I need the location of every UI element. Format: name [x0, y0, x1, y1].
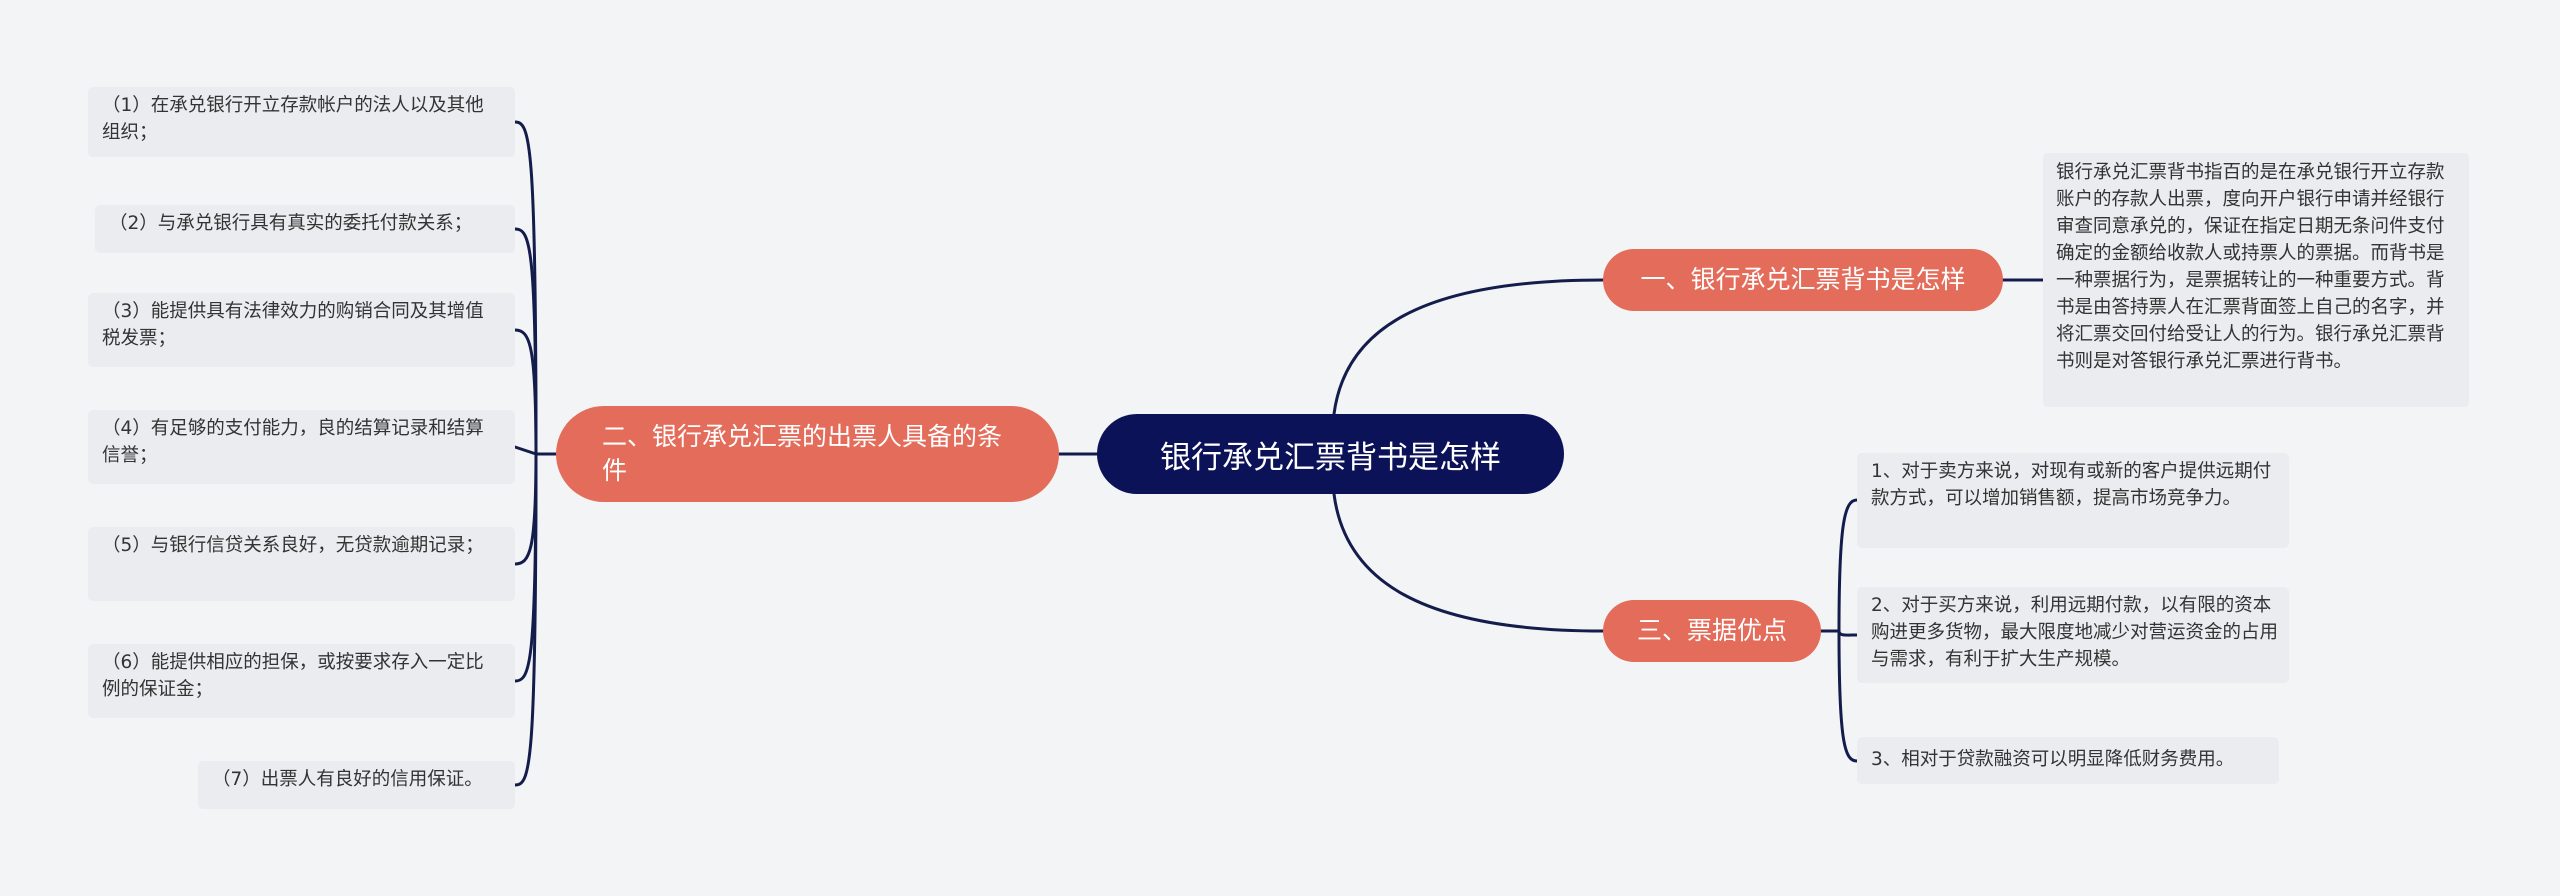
- leaf-condition-6[interactable]: （6）能提供相应的担保，或按要求存入一定比例的保证金；: [88, 644, 515, 718]
- connector-root-branch3: [1332, 492, 1605, 633]
- connector-right-leaf3: [1837, 629, 1859, 763]
- leaf-advantage-3[interactable]: 3、相对于贷款融资可以明显降低财务费用。: [1857, 737, 2279, 784]
- leaf-condition-5[interactable]: （5）与银行信贷关系良好，无贷款逾期记录；: [88, 527, 515, 601]
- connector-left-leaf7: [513, 452, 538, 787]
- branch-endorsement-definition[interactable]: 一、银行承兑汇票背书是怎样: [1603, 249, 2003, 311]
- connector-right-leaf2: [1837, 629, 1859, 637]
- connector-left-leaf4: [513, 445, 538, 456]
- leaf-condition-7[interactable]: （7）出票人有良好的信用保证。: [198, 761, 515, 809]
- leaf-condition-4[interactable]: （4）有足够的支付能力，良的结算记录和结算信誉；: [88, 410, 515, 484]
- leaf-endorsement-definition[interactable]: 银行承兑汇票背书指百的是在承兑银行开立存款账户的存款人出票，度向开户银行申请并经…: [2043, 153, 2469, 407]
- leaf-advantage-1[interactable]: 1、对于卖方来说，对现有或新的客户提供远期付款方式，可以增加销售额，提高市场竞争…: [1857, 453, 2289, 548]
- root-topic[interactable]: 银行承兑汇票背书是怎样: [1097, 414, 1564, 494]
- branch-label: 一、银行承兑汇票背书是怎样: [1640, 265, 1966, 294]
- branch-drawer-conditions[interactable]: 二、银行承兑汇票的出票人具备的条件: [556, 406, 1059, 502]
- branch-bill-advantages[interactable]: 三、票据优点: [1603, 600, 1821, 662]
- connector-left-leaf5: [513, 452, 538, 566]
- connector-left-leaf2: [513, 227, 538, 456]
- leaf-advantage-2[interactable]: 2、对于买方来说，利用远期付款，以有限的资本购进更多货物，最大限度地减少对营运资…: [1857, 587, 2289, 683]
- leaf-condition-3[interactable]: （3）能提供具有法律效力的购销合同及其增值税发票；: [88, 293, 515, 367]
- branch-label: 三、票据优点: [1636, 616, 1787, 645]
- branch-label: 二、银行承兑汇票的出票人具备的条件: [602, 422, 1003, 485]
- connector-right-leaf1: [1837, 498, 1859, 633]
- root-topic-label: 银行承兑汇票背书是怎样: [1160, 439, 1501, 476]
- connector-root-branch1: [1332, 278, 1605, 416]
- leaf-condition-2[interactable]: （2）与承兑银行具有真实的委托付款关系；: [95, 205, 515, 253]
- connector-left-leaf6: [513, 452, 538, 683]
- connector-left-leaf3: [513, 328, 538, 456]
- leaf-condition-1[interactable]: （1）在承兑银行开立存款帐户的法人以及其他组织；: [88, 87, 515, 157]
